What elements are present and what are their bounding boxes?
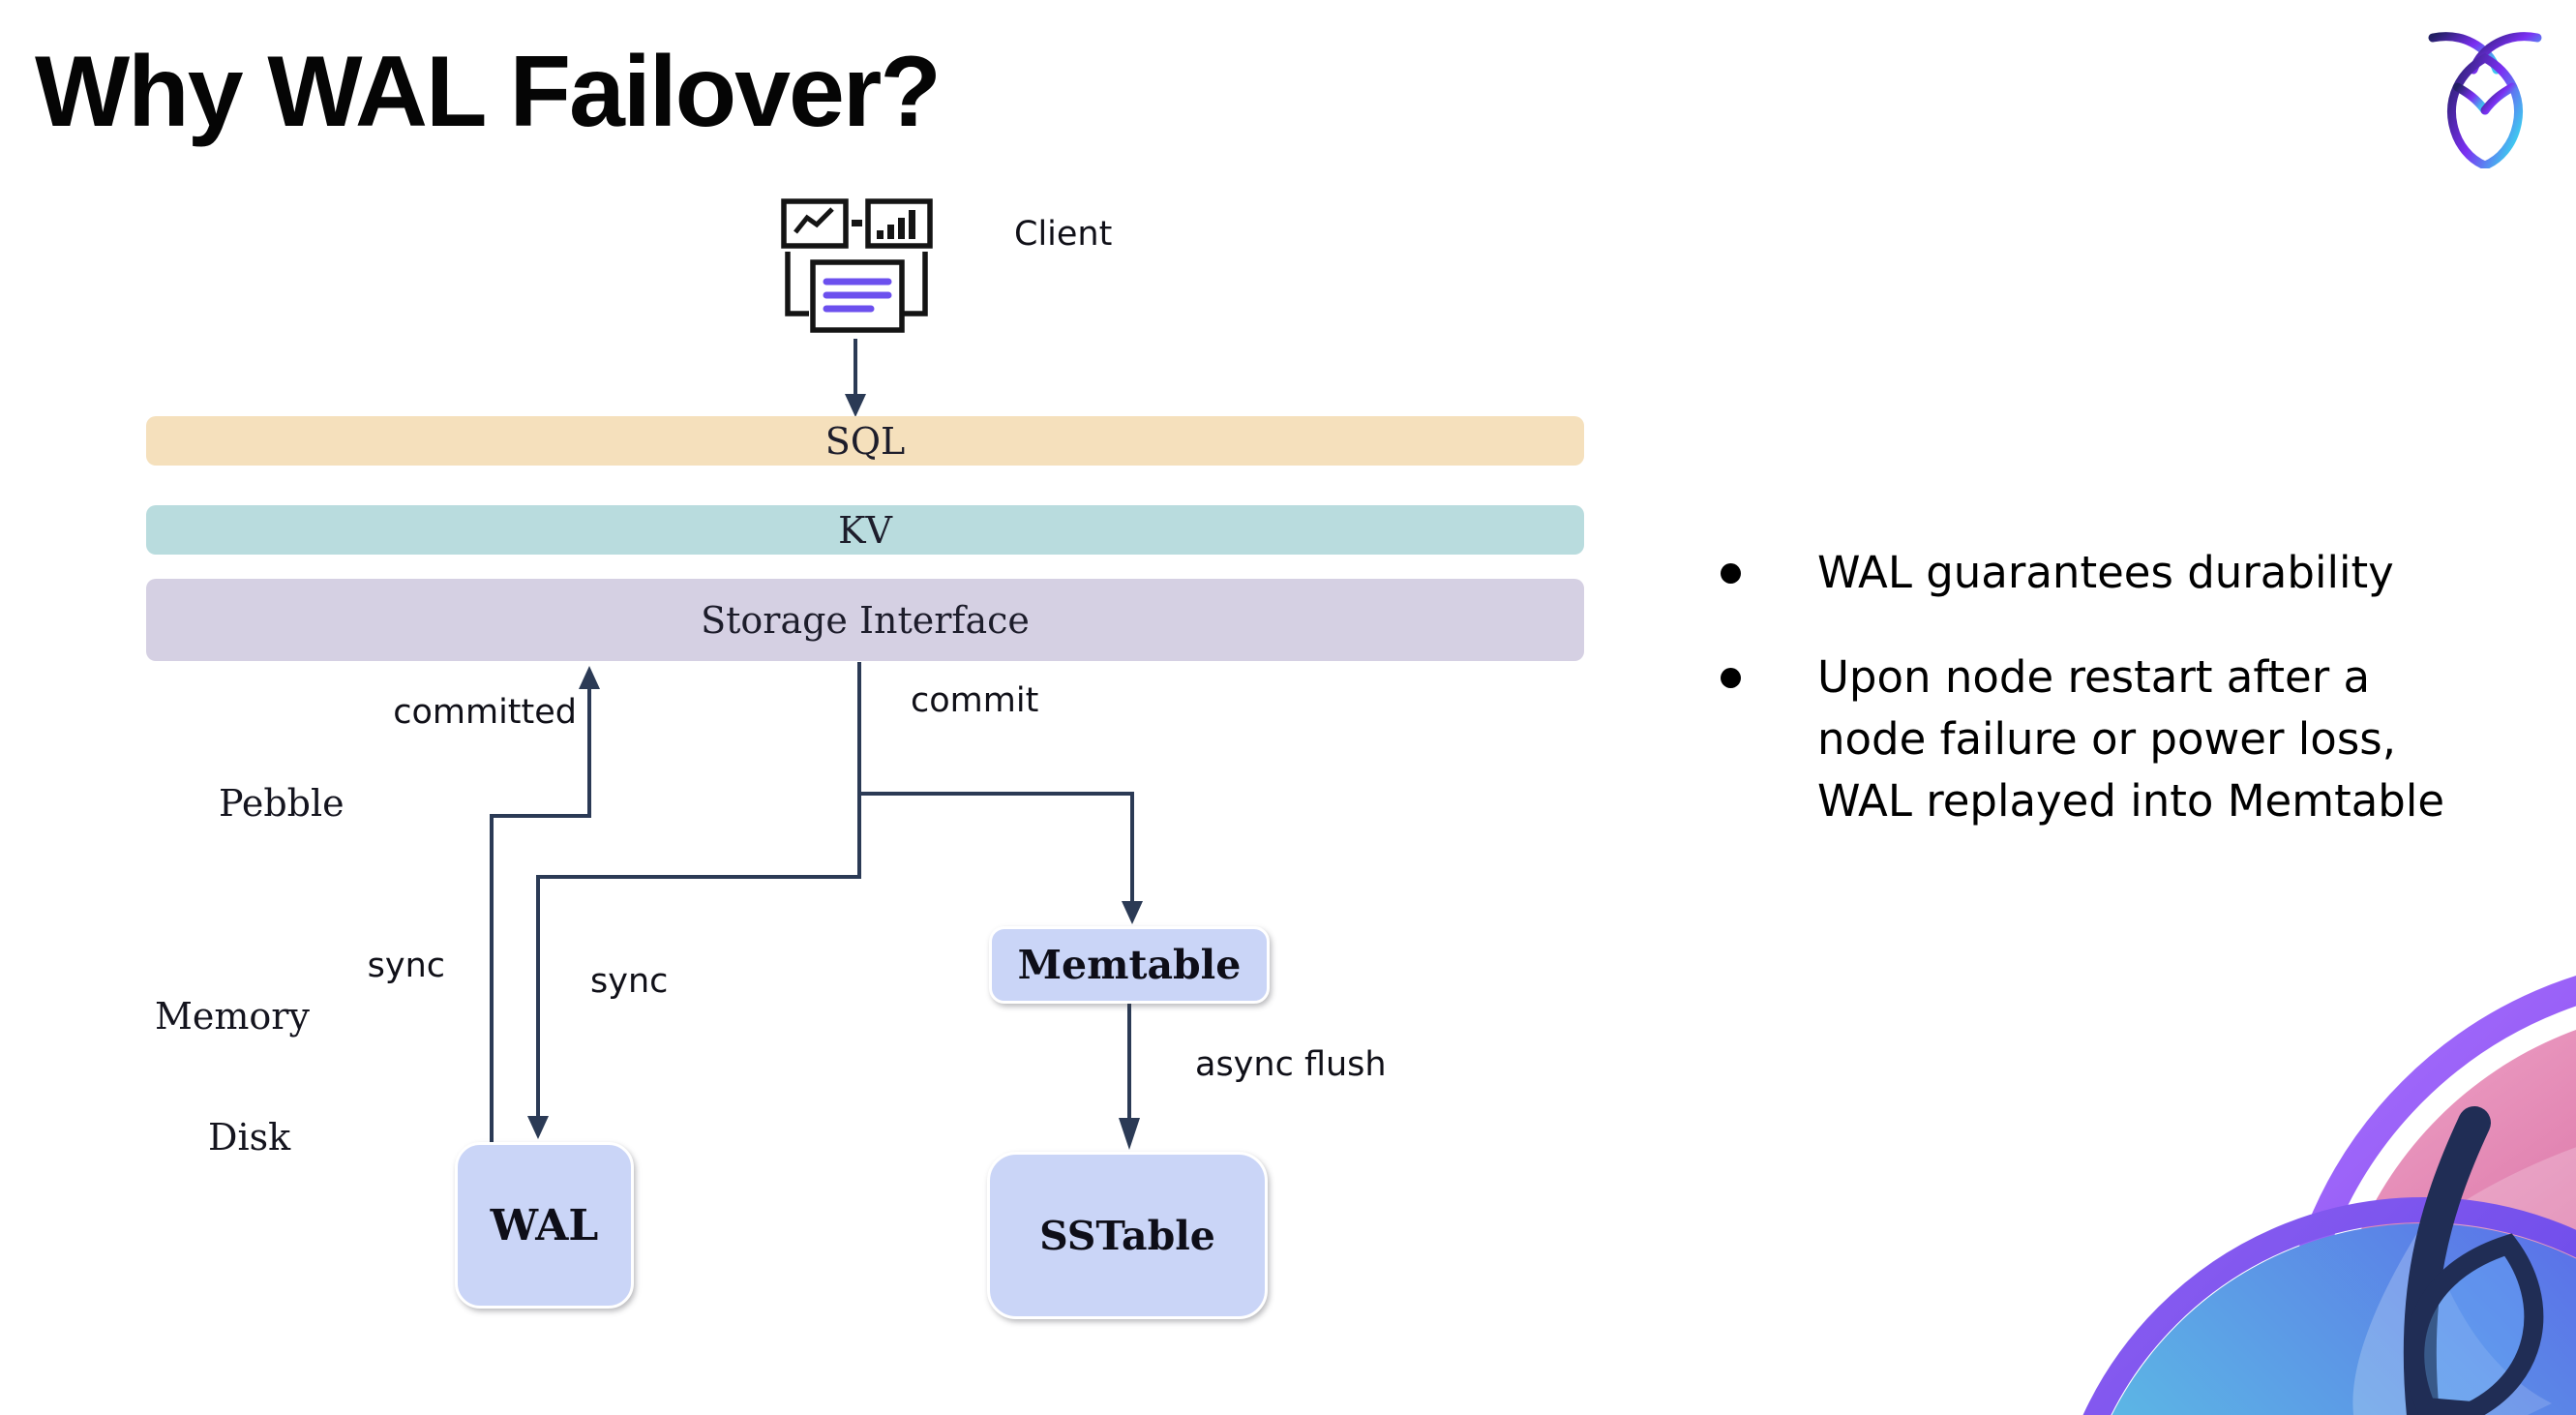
arrow-async-flush [1119, 1004, 1140, 1150]
antenna-right [2469, 32, 2542, 75]
layer-label-storage-interface: Storage Interface [701, 598, 1030, 642]
bullet-list: WAL guarantees durability Upon node rest… [1715, 542, 2470, 832]
roach-branch-right [2480, 82, 2517, 115]
monitor-frame [785, 252, 928, 316]
client-icon [781, 198, 933, 333]
arrow-committed [490, 666, 600, 1142]
node-memtable: Memtable [989, 926, 1270, 1004]
navy-leaf [2405, 1233, 2544, 1415]
cockroach-labs-logo-icon [2428, 32, 2542, 168]
layer-bar-storage-interface: Storage Interface [146, 579, 1584, 661]
edge-label-committed: committed [393, 693, 577, 732]
edge-label-sync-left: sync [367, 947, 445, 985]
edge-label-async-flush: async flush [1195, 1045, 1387, 1084]
node-sstable-label: SSTable [1039, 1212, 1215, 1259]
memory-label: Memory [155, 995, 310, 1038]
arrow-commit-to-memtable [859, 792, 1143, 924]
arrow-sync-to-wal [527, 662, 861, 1139]
bullet-item: WAL guarantees durability [1715, 542, 2470, 604]
client-label: Client [1014, 215, 1113, 254]
edge-label-commit: commit [911, 681, 1039, 720]
node-sstable: SSTable [987, 1152, 1268, 1319]
disk-label: Disk [208, 1116, 291, 1159]
line-chart-icon [781, 198, 849, 249]
dash-connector [852, 220, 862, 226]
layer-bar-sql: SQL [146, 416, 1584, 466]
layer-label-sql: SQL [824, 419, 906, 463]
layer-bar-kv: KV [146, 505, 1584, 555]
roach-branch-left [2453, 82, 2490, 115]
edge-label-sync-right: sync [590, 962, 669, 1001]
bar-chart-icon [865, 198, 933, 249]
node-memtable-label: Memtable [1017, 942, 1242, 988]
brand-art-decoration [2082, 976, 2576, 1415]
node-wal-label: WAL [490, 1200, 599, 1250]
document-icon [810, 259, 905, 333]
blue-ring [2082, 1197, 2576, 1415]
layer-label-kv: KV [838, 508, 892, 552]
node-wal: WAL [455, 1142, 634, 1309]
pebble-label: Pebble [219, 782, 344, 825]
text-lines [823, 278, 892, 313]
bullet-item: Upon node restart after a node failure o… [1715, 647, 2470, 832]
petal-right [2423, 1223, 2552, 1415]
page-title: Why WAL Failover? [35, 36, 942, 148]
arrow-client-to-sql [845, 339, 866, 417]
pebble-container [118, 765, 1612, 1411]
